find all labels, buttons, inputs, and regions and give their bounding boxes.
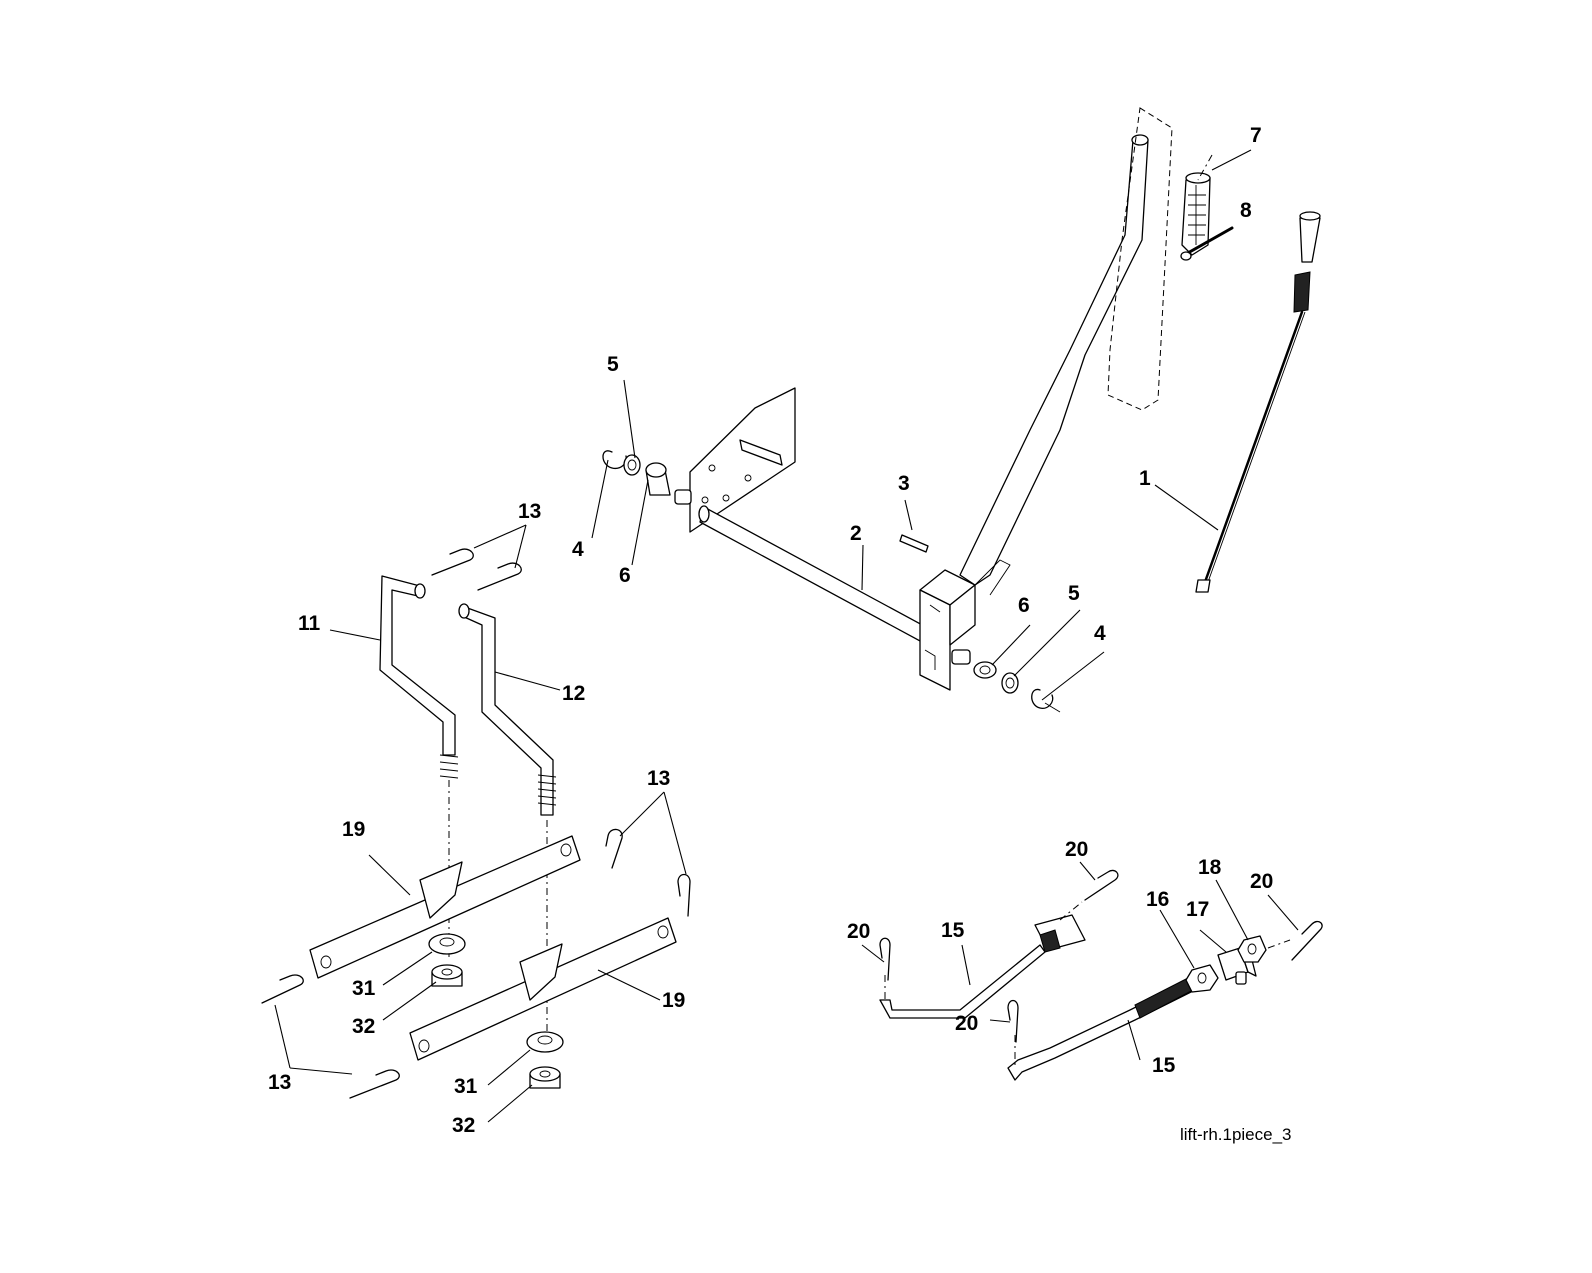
locknut [1237, 935, 1291, 963]
callout-15-lower: 15 [1152, 1054, 1176, 1077]
callout-4-right: 4 [1094, 622, 1106, 645]
callout-32-upper: 32 [352, 1015, 375, 1038]
hairpin-clip-3 [605, 828, 623, 869]
callout-32-lower: 32 [452, 1114, 475, 1137]
callout-13-bottom: 13 [268, 1071, 291, 1094]
hairpin-clip-4 [677, 873, 691, 917]
hex-nut [1185, 964, 1219, 993]
lift-arm-upper [309, 835, 581, 979]
diagram-reference-label: lift-rh.1piece_3 [1180, 1125, 1292, 1144]
callout-20-left: 20 [847, 920, 870, 943]
clip-20-c [1007, 999, 1019, 1043]
callout-3: 3 [898, 472, 910, 495]
callout-2: 2 [850, 522, 862, 545]
lift-arm-lower [409, 917, 677, 1061]
callout-19-upper: 19 [342, 818, 365, 841]
callout-20-top: 20 [1065, 838, 1088, 861]
callout-5-left: 5 [607, 353, 619, 376]
callout-18: 18 [1198, 856, 1222, 879]
bushing-left [645, 462, 671, 496]
callouts: 1 2 3 4 4 5 5 6 6 7 8 11 12 13 13 13 15 … [268, 124, 1273, 1137]
hairpin-clip-2 [477, 562, 522, 591]
callout-6-left: 6 [619, 564, 631, 587]
callout-1: 1 [1139, 467, 1151, 490]
washer-right [1001, 672, 1019, 694]
grip-pin [1180, 226, 1234, 261]
handle-grip [1181, 154, 1213, 256]
spacer-lower [526, 1031, 564, 1053]
bushing-right [973, 661, 997, 679]
hairpin-clip-6 [349, 1069, 400, 1099]
callout-15-upper: 15 [941, 919, 965, 942]
lift-cable [1195, 211, 1321, 593]
callout-4-left: 4 [572, 538, 584, 561]
hairpin-clip-5 [261, 974, 304, 1004]
callout-11: 11 [298, 612, 321, 635]
callout-7: 7 [1250, 124, 1262, 147]
callout-31-lower: 31 [454, 1075, 478, 1098]
retaining-clip-right [1031, 688, 1061, 713]
callout-8: 8 [1240, 199, 1252, 222]
callout-20-mid: 20 [955, 1012, 978, 1035]
roll-pin [899, 534, 929, 553]
callout-5-right: 5 [1068, 582, 1080, 605]
clip-20-d [1291, 920, 1323, 961]
clip-20-a [1084, 869, 1119, 901]
callout-12: 12 [562, 682, 585, 705]
callout-13-top: 13 [518, 500, 541, 523]
clip-20-b [879, 937, 891, 981]
callout-13-right: 13 [647, 767, 670, 790]
callout-19-lower: 19 [662, 989, 685, 1012]
adjustment-rod-upper [879, 901, 1086, 1019]
leader-lines [274, 149, 1299, 1123]
nut-lower [529, 1066, 561, 1089]
callout-31-upper: 31 [352, 977, 376, 1000]
callout-16: 16 [1146, 888, 1169, 911]
nut-upper [431, 964, 463, 987]
callout-17: 17 [1186, 898, 1209, 921]
lift-shaft-assembly [674, 107, 1173, 691]
hairpin-clip-1 [431, 548, 474, 576]
spacer-upper [428, 933, 466, 955]
callout-6-right: 6 [1018, 594, 1030, 617]
washer-left [623, 454, 641, 476]
callout-20-right: 20 [1250, 870, 1273, 893]
